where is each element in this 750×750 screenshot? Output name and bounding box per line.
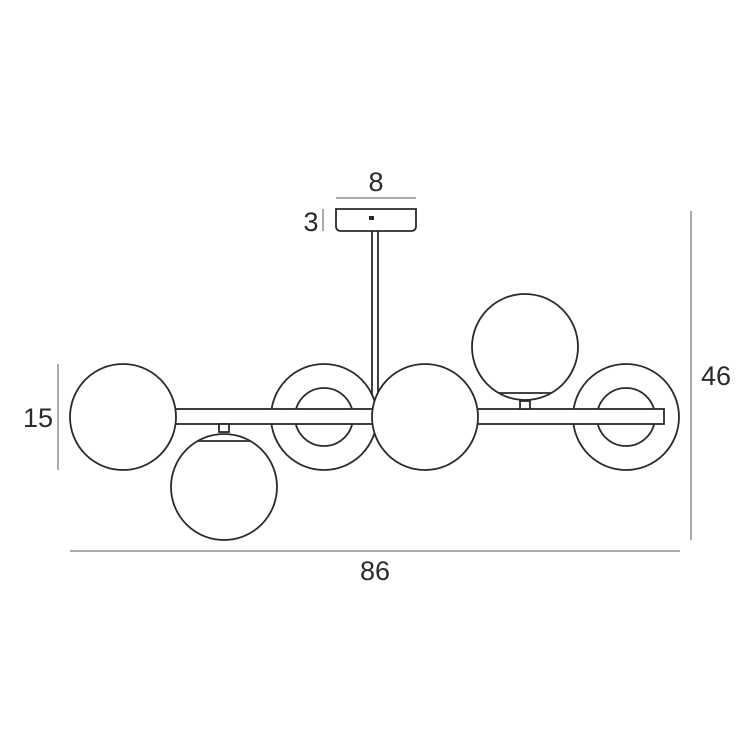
globe-lower-hanging	[170, 423, 278, 541]
label-canopy-height: 3	[303, 207, 318, 237]
screw-icon	[369, 216, 374, 220]
label-canopy-width: 8	[368, 167, 383, 197]
globe-center	[371, 363, 479, 471]
stem-rod	[371, 231, 379, 410]
ceiling-canopy	[335, 208, 417, 232]
label-globe-diameter: 15	[23, 403, 53, 433]
globe-far-left	[69, 363, 177, 471]
dimension-lines	[57, 197, 692, 552]
label-total-width: 86	[360, 556, 390, 586]
globe-upper-standing	[471, 293, 579, 410]
label-total-height: 46	[701, 361, 731, 391]
